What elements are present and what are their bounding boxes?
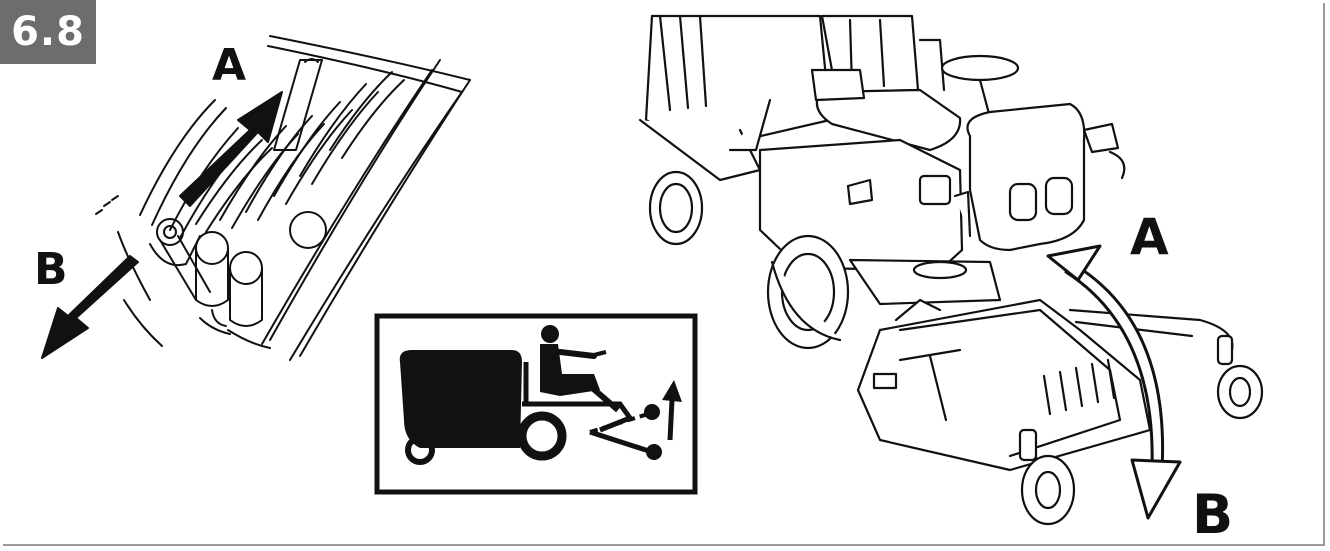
lever-lower-label: B	[34, 248, 68, 292]
deck-lower-label: B	[1192, 488, 1233, 542]
section-number-badge: 6.8	[0, 0, 96, 64]
deck-raise-label: A	[1130, 212, 1169, 262]
lever-raise-label: A	[212, 44, 246, 88]
